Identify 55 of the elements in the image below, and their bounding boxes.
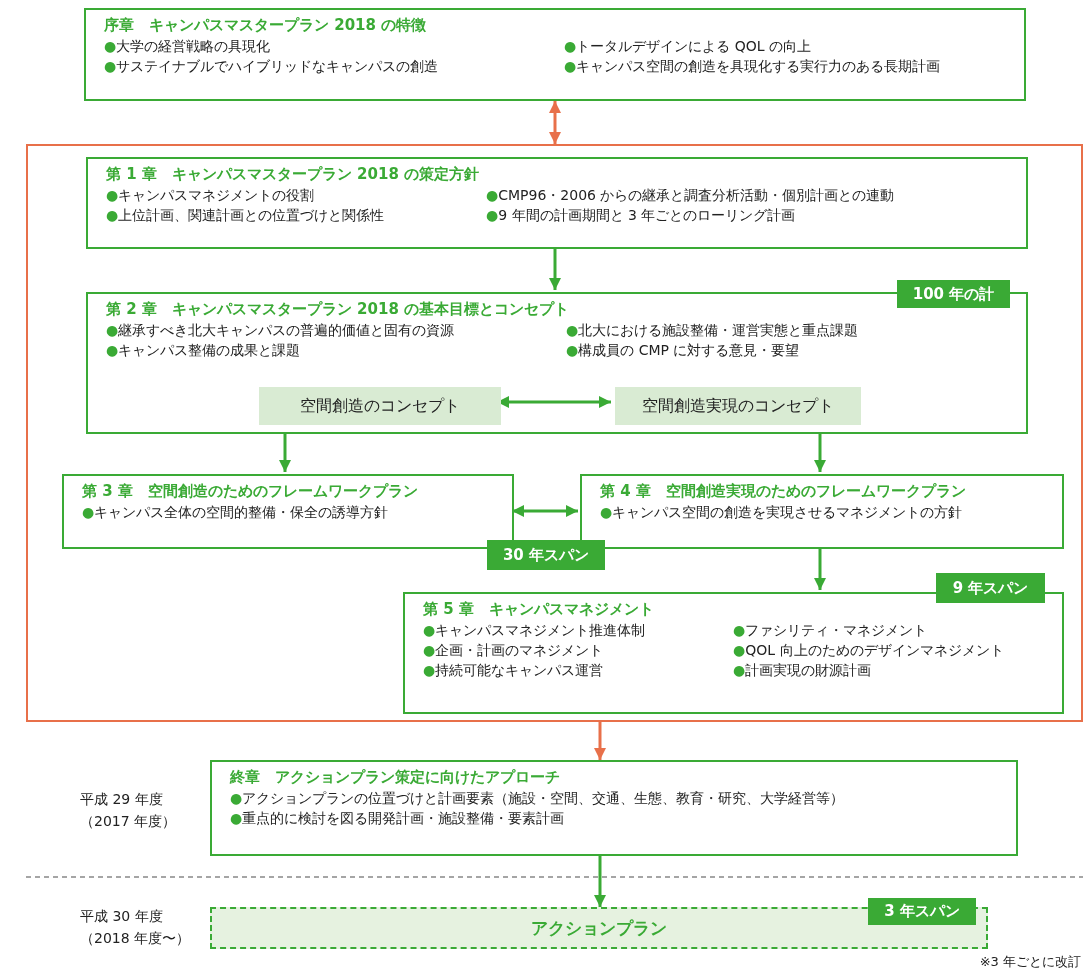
chapter-box [210,760,1018,856]
chapter-box [84,8,1026,101]
duration-tag: 3 年スパン [868,898,976,925]
arrow [279,432,291,472]
bullet-item: ●キャンパスマネジメント推進体制 [423,622,647,640]
bullet-item: ●構成員の CMP に対する意見・要望 [566,342,801,360]
arrow [594,856,606,907]
duration-tag: 100 年の計 [897,280,1010,308]
arrow [512,505,578,517]
bullet-item: ●継承すべき北大キャンパスの普遍的価値と固有の資源 [106,322,456,340]
duration-tag: 9 年スパン [936,573,1045,603]
concept-box [615,387,861,425]
chapter-heading: 序章 キャンパスマスタープラン 2018 の特徴 [104,16,428,35]
bullet-item: ●企画・計画のマネジメント [423,642,605,660]
chapter-heading: 第 4 章 空間創造実現のためのフレームワークプラン [600,482,967,501]
arrow [594,722,606,760]
bullet-item: ●トータルデザインによる QOL の向上 [564,38,812,56]
box-title: アクションプラン [531,916,667,940]
bullet-item: ●キャンパスマネジメントの役割 [106,187,316,205]
outer-frame [26,144,1083,722]
arrow [814,547,826,590]
bullet-item: ●大学の経営戦略の具現化 [104,38,272,56]
bullet-item: ●キャンパス全体の空間的整備・保全の誘導方針 [82,504,390,522]
arrow [549,101,561,144]
chapter-heading: 第 5 章 キャンパスマネジメント [423,600,655,619]
note-text: ※3 年ごとに改訂 [979,953,1081,971]
box-title: 空間創造実現のコンセプト [642,395,834,417]
year-label: 平成 30 年度（2018 年度〜） [80,907,192,948]
bullet-item: ●持続可能なキャンパス運営 [423,662,605,680]
chapter-heading: 終章 アクションプラン策定に向けたアプローチ [230,768,561,787]
bullet-item: ●QOL 向上のためのデザインマネジメント [733,642,1005,660]
bullet-item: ●キャンパス空間の創造を具現化する実行力のある長期計画 [564,58,942,76]
bullet-item: ●ファシリティ・マネジメント [733,622,929,640]
box-title: 空間創造のコンセプト [300,395,460,417]
bullet-item: ●キャンパス整備の成果と課題 [106,342,302,360]
arrow [549,247,561,290]
bullet-item: ●9 年間の計画期間と 3 年ごとのローリング計画 [486,207,797,225]
year-label: 平成 29 年度（2017 年度） [80,790,178,831]
bullet-item: ●重点的に検討を図る開発計画・施設整備・要素計画 [230,810,566,828]
bullet-item: ●CMP96・2006 からの継承と調査分析活動・個別計画との連動 [486,187,896,205]
bullet-item: ●計画実現の財源計画 [733,662,873,680]
concept-box [259,387,501,425]
bullet-item: ●キャンパス空間の創造を実現させるマネジメントの方針 [600,504,964,522]
chapter-box [62,474,514,549]
chapter-box [86,157,1028,249]
chapter-heading: 第 3 章 空間創造のためのフレームワークプラン [82,482,419,501]
duration-tag: 30 年スパン [487,540,605,570]
chapter-heading: 第 1 章 キャンパスマスタープラン 2018 の策定方針 [106,165,481,184]
bullet-item: ●サステイナブルでハイブリッドなキャンパスの創造 [104,58,440,76]
chapter-heading: 第 2 章 キャンパスマスタープラン 2018 の基本目標とコンセプト [106,300,571,319]
arrow [814,432,826,472]
bullet-item: ●北大における施設整備・運営実態と重点課題 [566,322,860,340]
bullet-item: ●上位計画、関連計画との位置づけと関係性 [106,207,386,225]
chapter-box [580,474,1064,549]
bullet-item: ●アクションプランの位置づけと計画要素（施設・空間、交通、生態、教育・研究、大学経営等） [230,790,846,808]
